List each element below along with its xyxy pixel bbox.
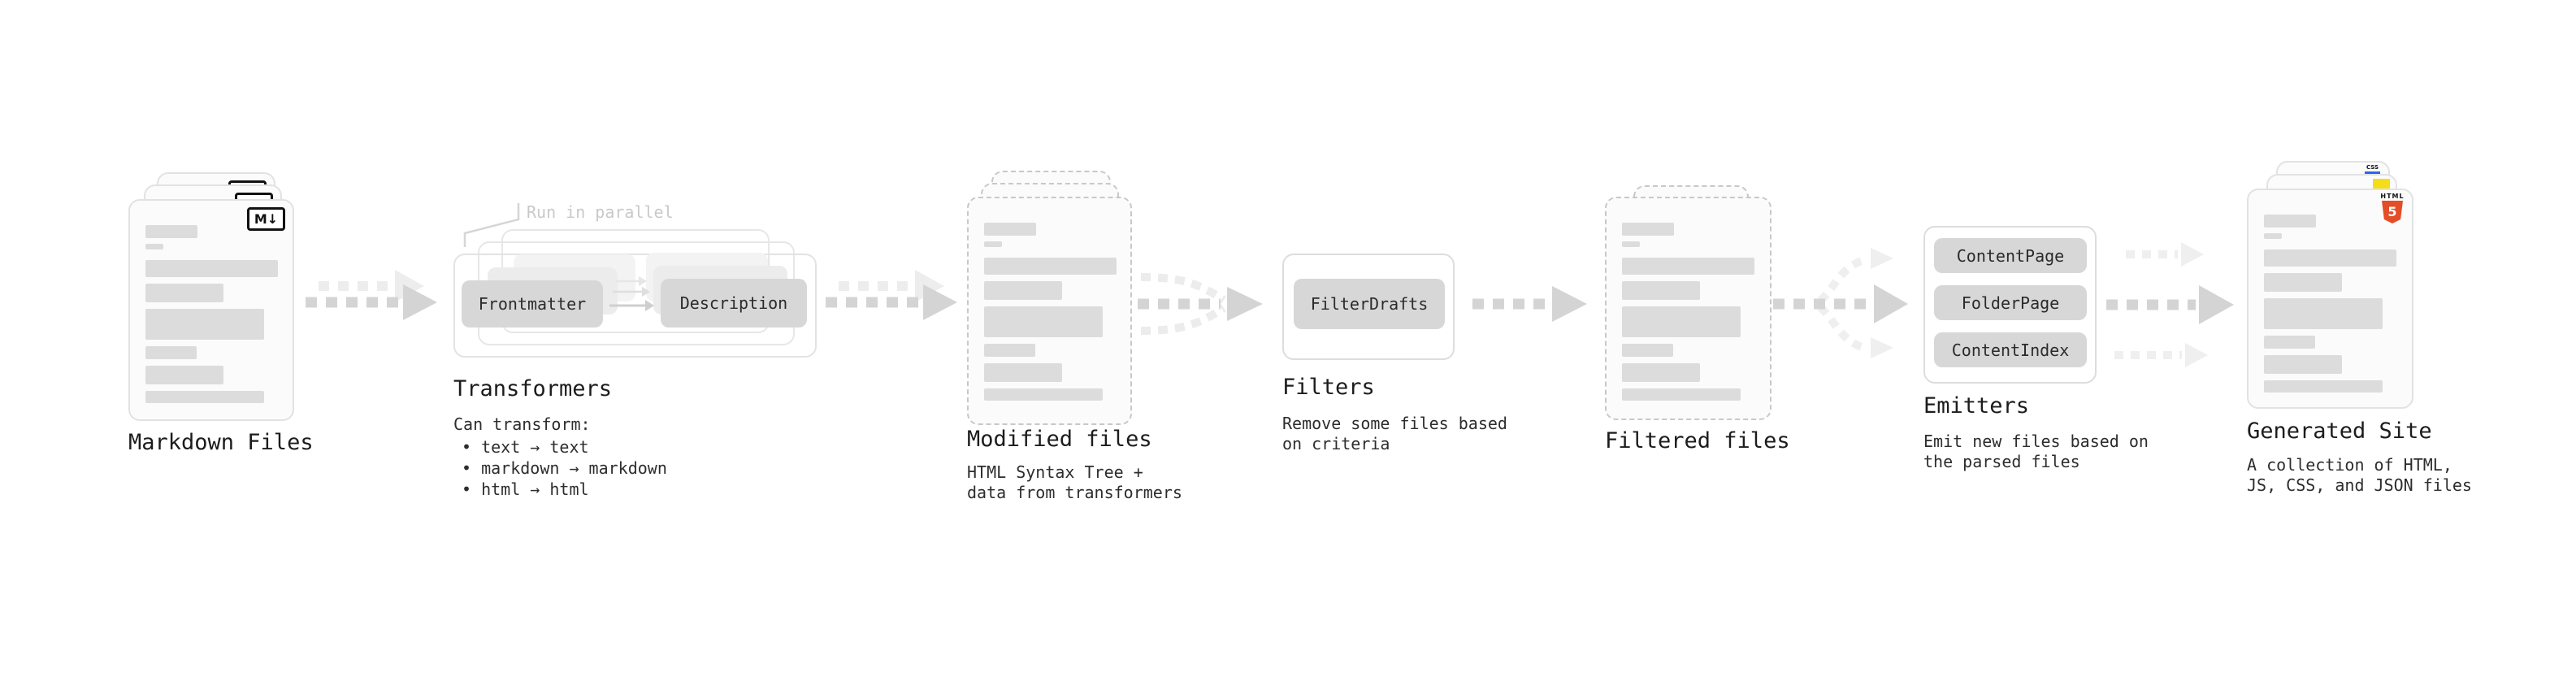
description-line: on criteria <box>1282 434 1390 453</box>
file-card: M↓ <box>128 199 294 421</box>
doc-line <box>1622 241 1640 247</box>
doc-line <box>145 260 278 277</box>
description-line: Emit new files based on <box>1923 432 2149 451</box>
stage-label-transformers: Transformers <box>453 376 613 401</box>
doc-line <box>1622 281 1700 300</box>
doc-placeholder-lines <box>984 223 1117 401</box>
doc-line <box>145 309 264 340</box>
stage-label-modified-files: Modified files <box>967 427 1152 452</box>
doc-line <box>2264 380 2383 393</box>
html5-icon: HTML 5 <box>2380 193 2405 223</box>
doc-line <box>145 225 197 238</box>
stage-label-emitters: Emitters <box>1923 393 2030 419</box>
file-card-dashed <box>1605 197 1772 420</box>
css-icon: CSS <box>2365 165 2380 174</box>
arrow-modified-to-filters <box>1138 273 1263 335</box>
doc-line <box>145 244 163 249</box>
transformers-bullet-list: • text → text • markdown → markdown • ht… <box>462 436 667 500</box>
description-line: data from transformers <box>967 483 1182 502</box>
css-icon-label: CSS <box>2366 164 2379 171</box>
arrow-emitters-to-site <box>2106 242 2234 367</box>
doc-line <box>1622 344 1673 357</box>
doc-placeholder-lines <box>1622 223 1754 401</box>
doc-line <box>1622 258 1754 275</box>
arrow-transformers-to-modified <box>826 270 957 320</box>
file-card-dashed <box>967 197 1132 425</box>
modified-files-description: HTML Syntax Tree + data from transformer… <box>967 462 1182 503</box>
js-icon <box>2373 179 2390 189</box>
chip-description: Description <box>661 279 807 327</box>
doc-line <box>2264 215 2316 228</box>
doc-line <box>145 284 223 302</box>
doc-line <box>2264 298 2383 329</box>
html5-icon-number: 5 <box>2387 204 2397 219</box>
run-in-parallel-annotation: Run in parallel <box>527 202 674 222</box>
annotation-leader-line <box>463 203 520 247</box>
doc-line <box>984 306 1103 337</box>
doc-line <box>1622 223 1674 236</box>
file-card: HTML 5 <box>2247 189 2413 409</box>
doc-line <box>2264 336 2315 349</box>
transformers-intro: Can transform: <box>453 414 591 434</box>
chip-frontmatter: Frontmatter <box>462 280 603 327</box>
doc-line <box>2264 233 2282 239</box>
description-line: A collection of HTML, <box>2247 455 2452 475</box>
chip-contentindex: ContentIndex <box>1934 332 2087 367</box>
filters-description: Remove some files based on criteria <box>1282 414 1507 454</box>
bullet-item: • markdown → markdown <box>462 458 667 478</box>
doc-line <box>984 241 1002 247</box>
chip-folderpage: FolderPage <box>1934 285 2087 320</box>
chip-flow-arrows <box>609 276 654 311</box>
doc-line <box>1622 388 1741 401</box>
doc-line <box>2264 249 2396 267</box>
doc-line <box>1622 363 1700 382</box>
css-icon-underline <box>2365 171 2380 174</box>
description-line: HTML Syntax Tree + <box>967 462 1143 482</box>
doc-line <box>984 344 1035 357</box>
arrow-markdown-to-transformers <box>306 270 437 320</box>
stage-label-filters: Filters <box>1282 375 1375 400</box>
doc-line <box>984 258 1117 275</box>
doc-line <box>145 346 197 359</box>
transformer-box-front <box>453 254 817 358</box>
bullet-item: • text → text <box>462 437 589 457</box>
bullet-item: • html → html <box>462 479 589 499</box>
doc-line <box>2264 355 2342 374</box>
emitters-description: Emit new files based on the parsed files <box>1923 432 2149 472</box>
doc-line <box>2264 273 2342 292</box>
arrow-filters-to-filtered <box>1472 286 1587 322</box>
description-line: JS, CSS, and JSON files <box>2247 475 2472 495</box>
chip-filterdrafts: FilterDrafts <box>1294 279 1445 329</box>
doc-line <box>984 281 1062 300</box>
doc-line <box>984 388 1103 401</box>
doc-line <box>984 223 1036 236</box>
doc-line <box>145 366 223 384</box>
arrow-filtered-to-emitters <box>1773 248 1908 358</box>
generated-site-description: A collection of HTML, JS, CSS, and JSON … <box>2247 455 2472 496</box>
stage-label-filtered-files: Filtered files <box>1605 428 1790 453</box>
doc-placeholder-lines <box>145 225 278 403</box>
doc-line <box>984 363 1062 382</box>
markdown-icon: M↓ <box>247 207 285 231</box>
html5-icon-word: HTML <box>2380 193 2405 200</box>
doc-placeholder-lines <box>2264 215 2396 393</box>
doc-line <box>1622 306 1741 337</box>
stage-label-generated-site: Generated Site <box>2247 419 2432 444</box>
chip-contentpage: ContentPage <box>1934 238 2087 273</box>
description-line: the parsed files <box>1923 452 2080 471</box>
stage-label-markdown-files: Markdown Files <box>128 430 314 455</box>
html5-icon-shield: 5 <box>2382 201 2403 223</box>
doc-line <box>145 391 264 403</box>
description-line: Remove some files based <box>1282 414 1507 433</box>
